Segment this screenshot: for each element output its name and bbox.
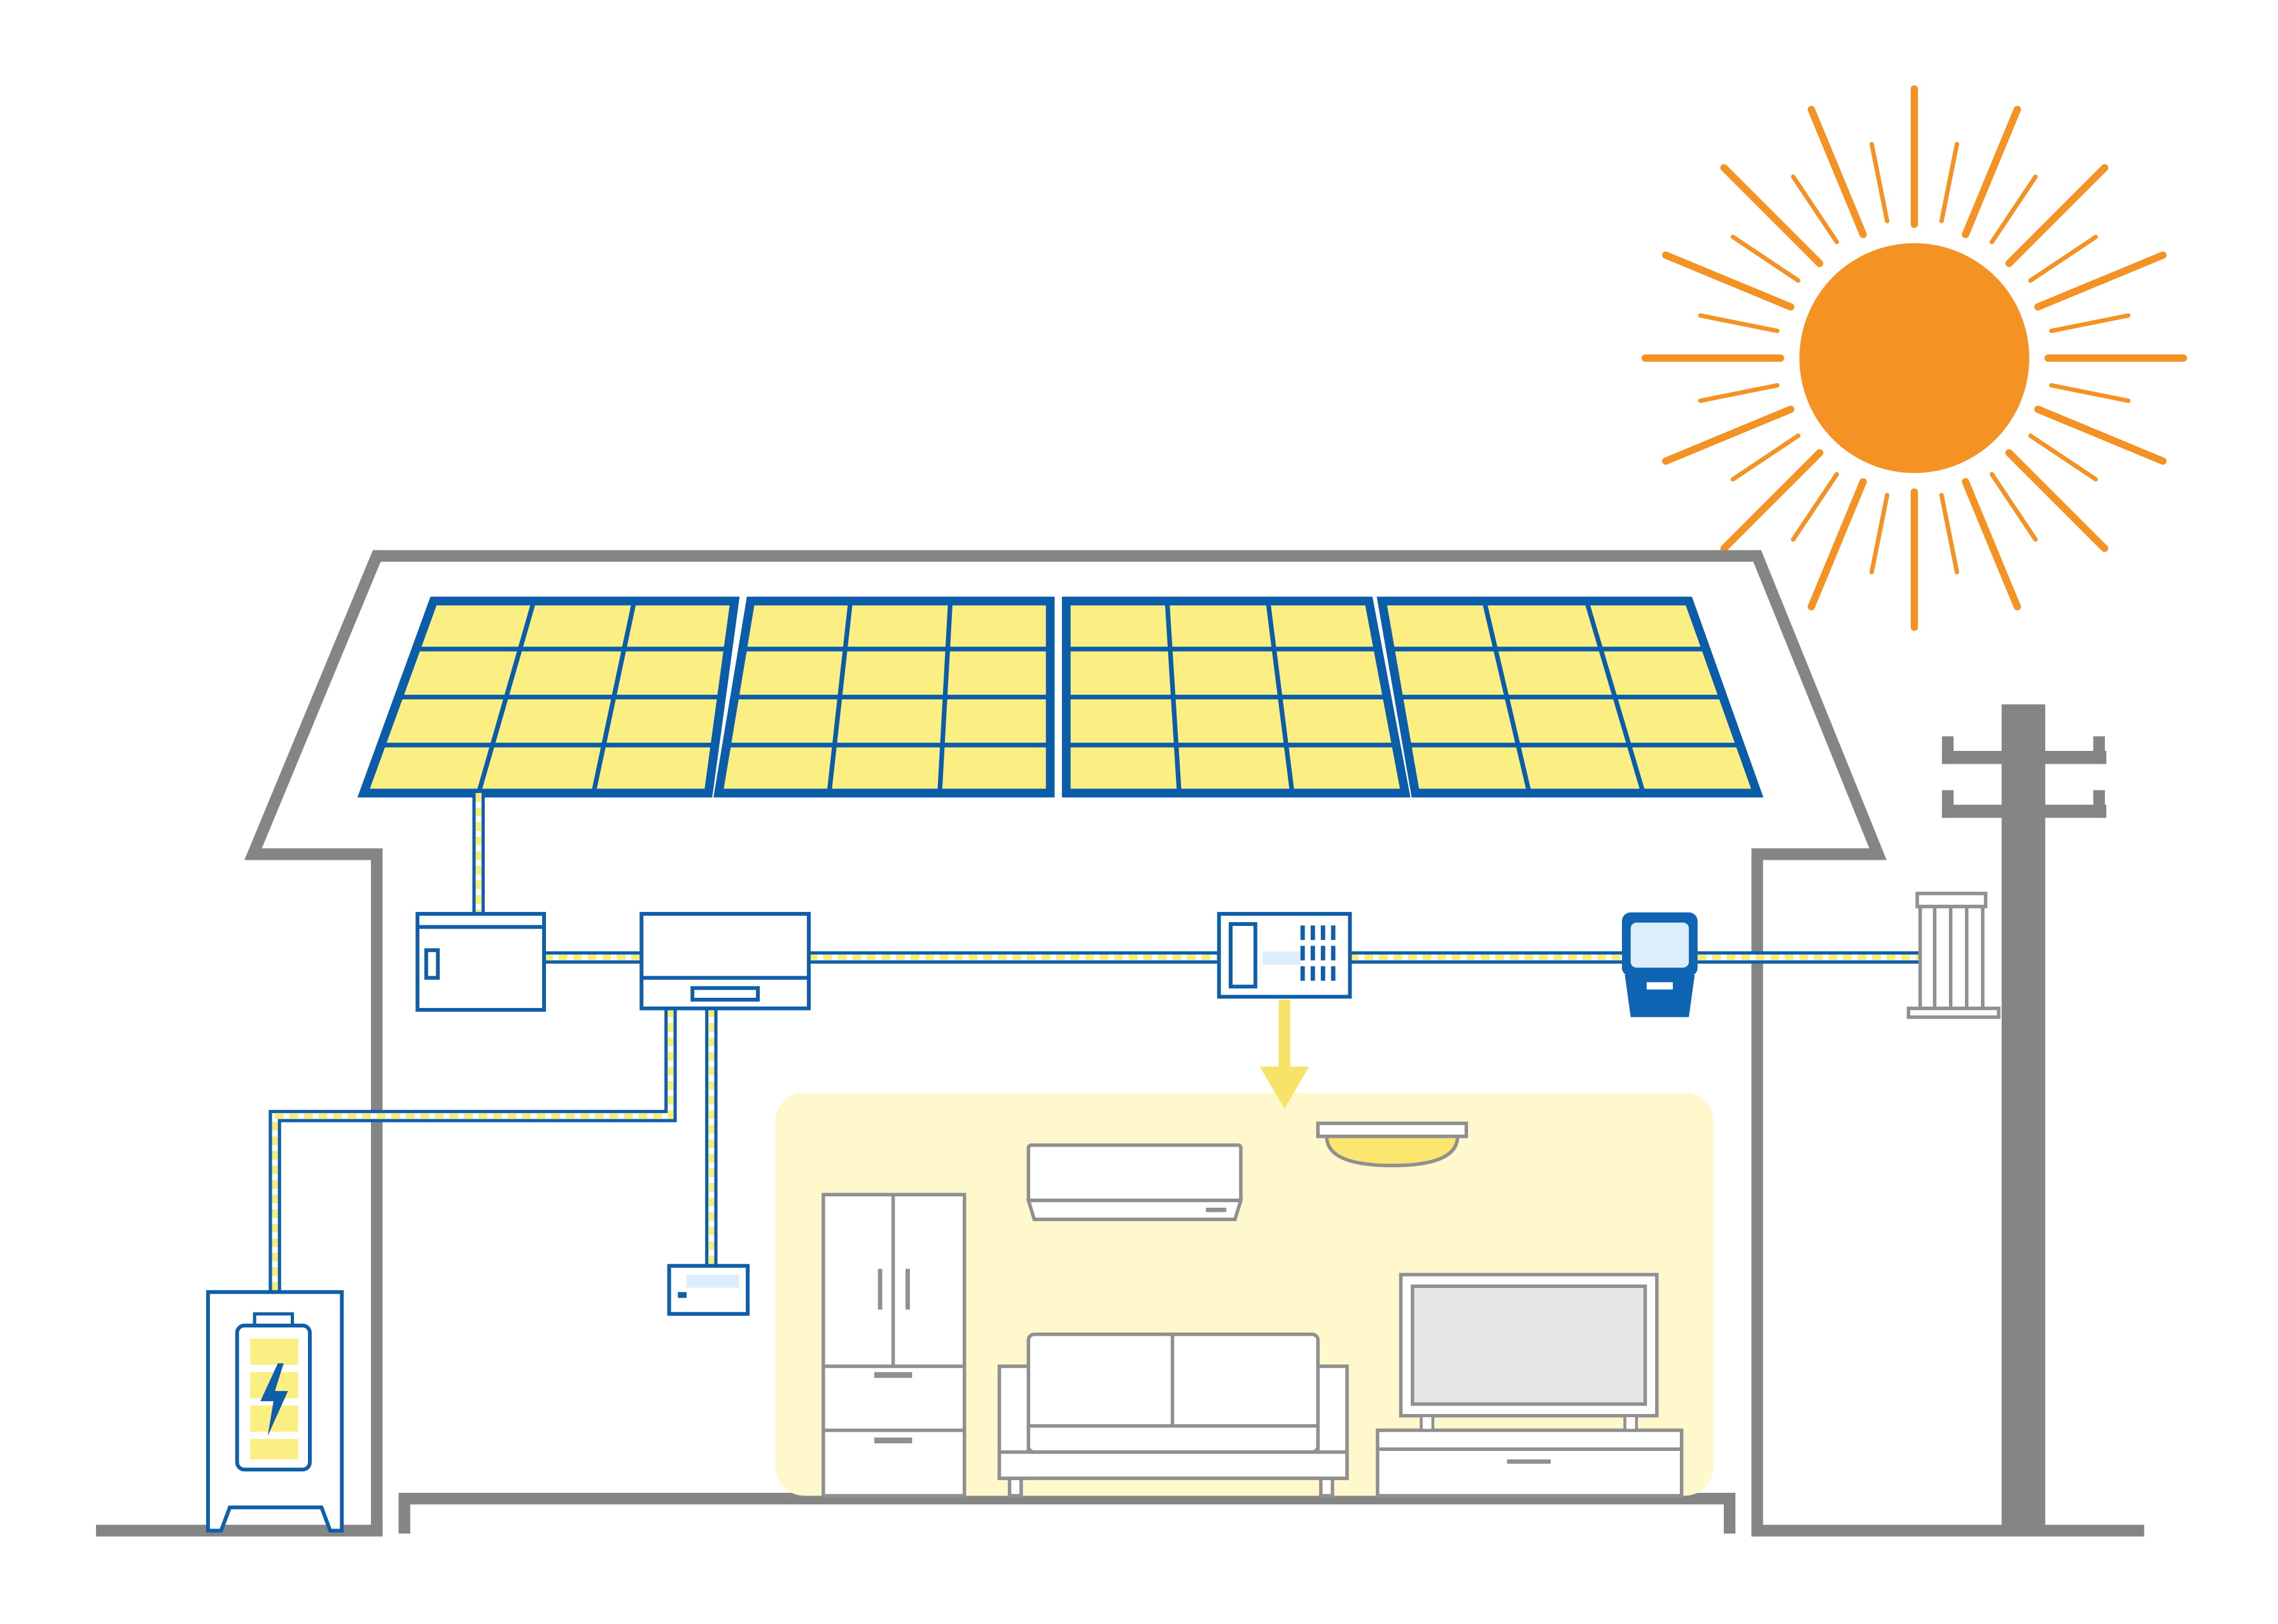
breaker-switch [1310,966,1315,981]
breaker-switch [1331,925,1336,941]
sun-ray [1730,433,1801,482]
air-conditioner [1026,1143,1243,1221]
sun-ray [1869,142,1890,223]
monitor-display [667,1264,750,1316]
breaker-switches [1300,925,1336,981]
utility-pole-post [2001,704,2046,1534]
sun-ray [1807,478,1867,611]
breaker-switch [1320,946,1325,961]
power-wires [269,793,1920,1292]
house-left-wall-and-roof [244,550,1887,1531]
sun-rays [1641,85,2188,631]
solar-panel-1 [357,596,740,798]
sun-ray [2005,449,2109,552]
sun [1641,85,2188,631]
power-flow-arrow [1259,999,1310,1109]
sofa [997,1332,1349,1498]
sun-ray [1662,251,1794,311]
wire-outer [269,1008,677,1292]
sun-ray [1791,472,1840,542]
solar-panel-3 [1061,596,1411,798]
solar-panel-array [357,596,1764,798]
sun-ray [2028,433,2098,482]
sun-ray [1730,234,1801,283]
sun-ray [1698,313,1780,333]
ceiling-light [1316,1121,1469,1168]
sun-ray [1939,142,1959,223]
junction-box [416,912,546,1012]
utility-pole-crossarm-top [1941,750,2107,764]
sun-ray [2028,234,2098,283]
sun-ray [1989,174,2038,244]
sun-ray [2034,405,2167,465]
breaker-switch [1310,946,1315,961]
sun-ray [1962,478,2022,611]
storage-battery [206,1290,344,1533]
breaker-switch [1331,966,1336,981]
sun-ray [1698,383,1780,403]
sun-ray [1662,405,1794,465]
breaker-switch [1320,966,1325,981]
breaker-switch [1320,925,1325,941]
breaker-switch [1331,946,1336,961]
sun-ray [2049,383,2131,403]
television [1399,1273,1659,1432]
breaker-switch [1310,925,1315,941]
breaker-switch [1300,966,1305,981]
house-outline [244,550,1887,1534]
breaker-switch [1300,946,1305,961]
power-conditioner [639,912,811,1011]
grid-transformer [1906,892,2001,1019]
sun-disc [1799,243,2030,473]
house-floor [398,1492,1736,1534]
sun-ray [2049,313,2131,333]
sun-ray [2034,251,2167,311]
solar-panel-4 [1376,596,1764,798]
sun-ray [1989,472,2038,542]
distribution-board [1217,912,1352,999]
smart-meter [1621,912,1698,1018]
breaker-switch [1300,925,1305,941]
sun-ray [1720,164,1824,267]
sun-ray [1869,493,1890,575]
sun-ray [1720,449,1824,552]
sun-ray [1791,174,1840,244]
sun-ray [1939,493,1959,575]
sun-ray [1962,106,2022,239]
utility-pole-crossarm-bottom [1941,804,2107,818]
wire-inner [272,1008,674,1292]
lightning-bolt-icon [260,1363,288,1436]
refrigerator [821,1193,967,1498]
tv-stand [1376,1428,1684,1498]
utility-pole [1941,704,2107,1534]
solar-panel-2 [713,596,1055,798]
sun-ray [1807,106,1867,239]
wire-dash [272,1008,674,1292]
sun-ray [2005,164,2109,267]
